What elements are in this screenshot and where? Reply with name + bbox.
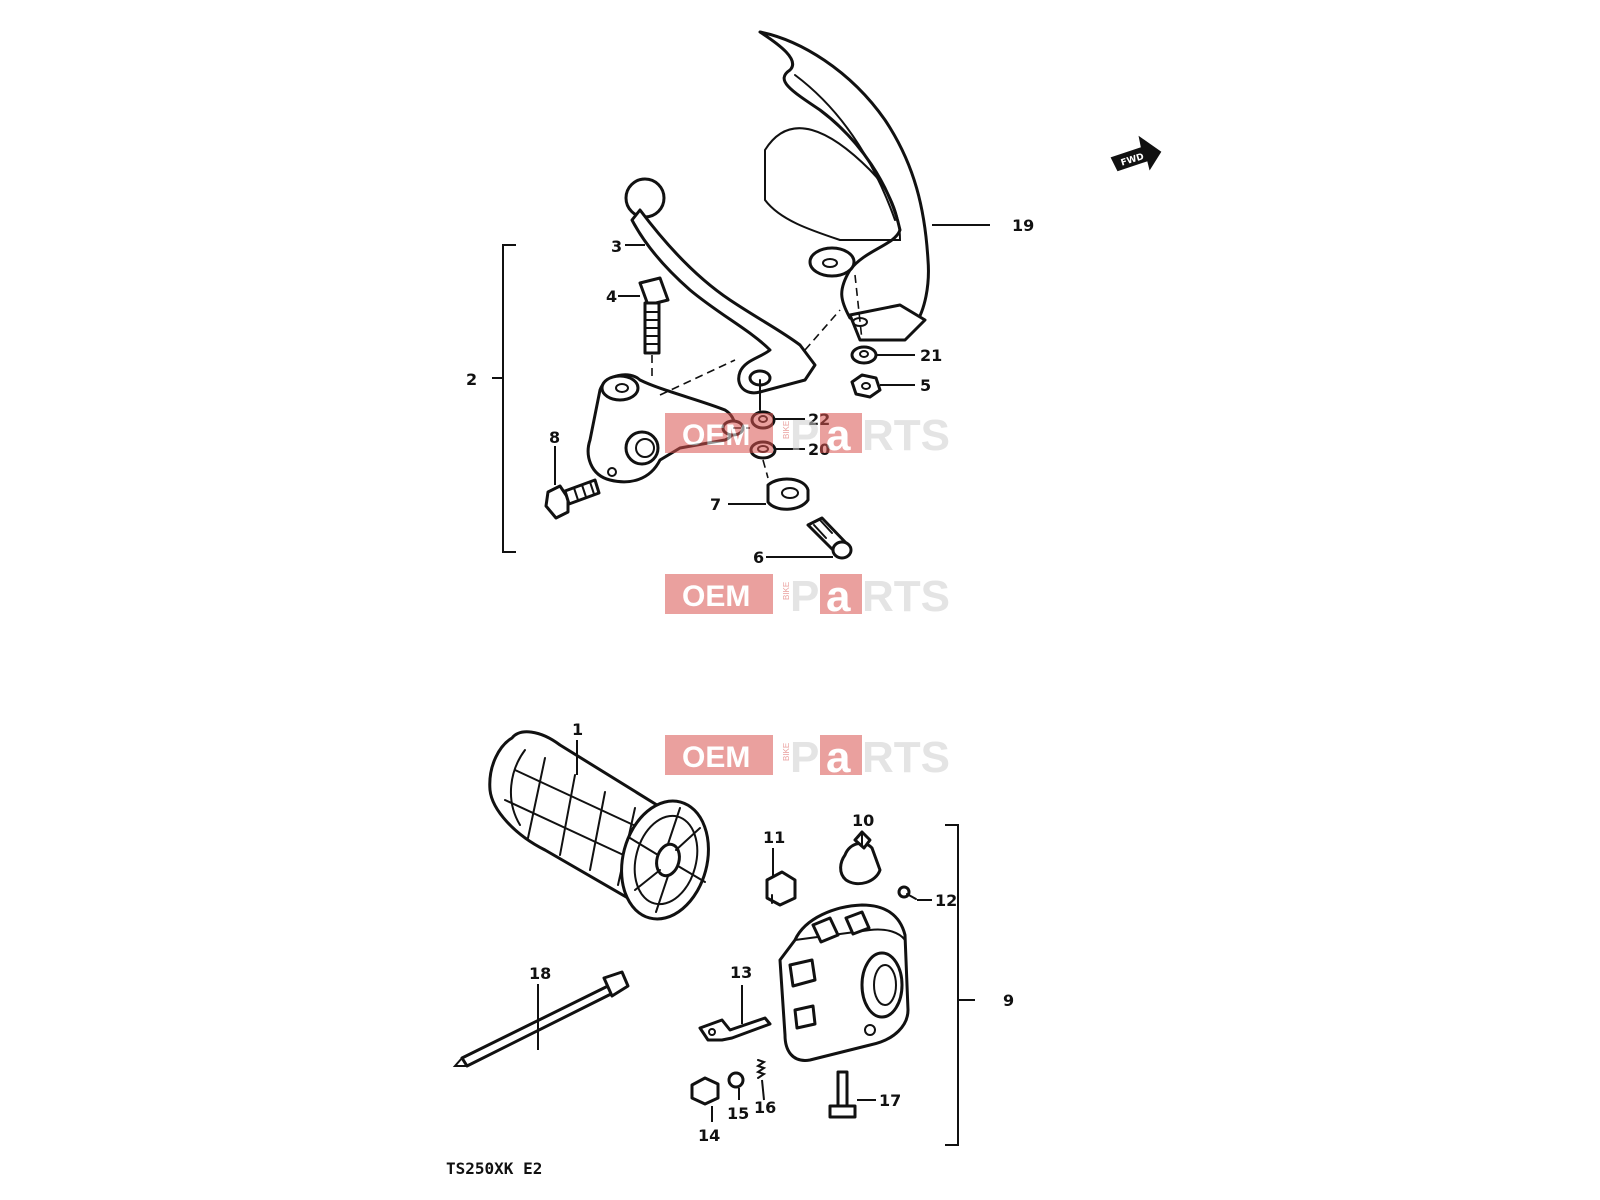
svg-text:OEM: OEM [682,419,750,452]
callout-17: 17 [879,1091,901,1110]
contact-plate[interactable] [690,1076,720,1106]
washer-21[interactable] [850,345,878,365]
cable-tie[interactable] [452,970,630,1068]
screw-17[interactable] [828,1070,857,1119]
watermark-1: OEM BIKE P a RTS [665,411,950,460]
assembly-bracket-9 [945,824,959,1146]
callout-3: 3 [611,237,622,256]
callout-7: 7 [710,495,721,514]
svg-text:a: a [826,572,851,621]
callout-12: 12 [935,891,957,910]
handlebar-grip[interactable] [488,730,721,929]
model-code: TS250XK E2 [446,1159,542,1178]
callout-21: 21 [920,346,942,365]
callout-1: 1 [572,720,583,739]
svg-text:a: a [826,411,851,460]
svg-text:P: P [790,411,819,460]
svg-text:OEM: OEM [682,741,750,774]
callout-18: 18 [529,964,551,983]
callout-11: 11 [763,828,785,847]
callout-16: 16 [754,1098,776,1117]
callout-8: 8 [549,428,560,447]
callout-15: 15 [727,1104,749,1123]
clamp-bolt[interactable] [544,478,601,520]
callout-14: 14 [698,1126,720,1145]
callout-4: 4 [606,287,617,306]
callout-9: 9 [1003,991,1014,1010]
callout-19: 19 [1012,216,1034,235]
pivot-bolt[interactable] [638,276,670,355]
svg-text:a: a [826,733,851,782]
assembly-bracket-2 [502,244,516,553]
svg-text:P: P [790,572,819,621]
svg-text:BIKE: BIKE [782,582,791,600]
svg-text:OEM: OEM [682,580,750,613]
watermark-2: OEM BIKE P a RTS [665,572,950,621]
fwd-arrow-icon: FWD [1110,135,1162,172]
switch-knob-10[interactable] [839,830,882,886]
switch-housing[interactable] [778,903,910,1062]
detent-ball[interactable] [727,1071,745,1089]
adjuster-bolt[interactable] [806,516,853,560]
svg-text:RTS: RTS [862,733,950,782]
svg-text:BIKE: BIKE [782,421,791,439]
detent-spring[interactable] [755,1059,767,1079]
svg-text:P: P [790,733,819,782]
watermark-3: OEM BIKE P a RTS [665,733,950,782]
hand-guard[interactable] [758,30,930,342]
switch-knob-11[interactable] [765,870,797,907]
callout-2: 2 [466,370,477,389]
switch-contact[interactable] [698,1016,772,1042]
svg-text:BIKE: BIKE [782,743,791,761]
svg-text:RTS: RTS [862,411,950,460]
nut-5[interactable] [850,373,882,399]
svg-text:RTS: RTS [862,572,950,621]
screw-12[interactable] [897,885,917,900]
callout-6: 6 [753,548,764,567]
callout-5: 5 [920,376,931,395]
dust-cover[interactable] [766,477,810,511]
clutch-lever[interactable] [624,177,817,411]
callout-13: 13 [730,963,752,982]
callout-10: 10 [852,811,874,830]
